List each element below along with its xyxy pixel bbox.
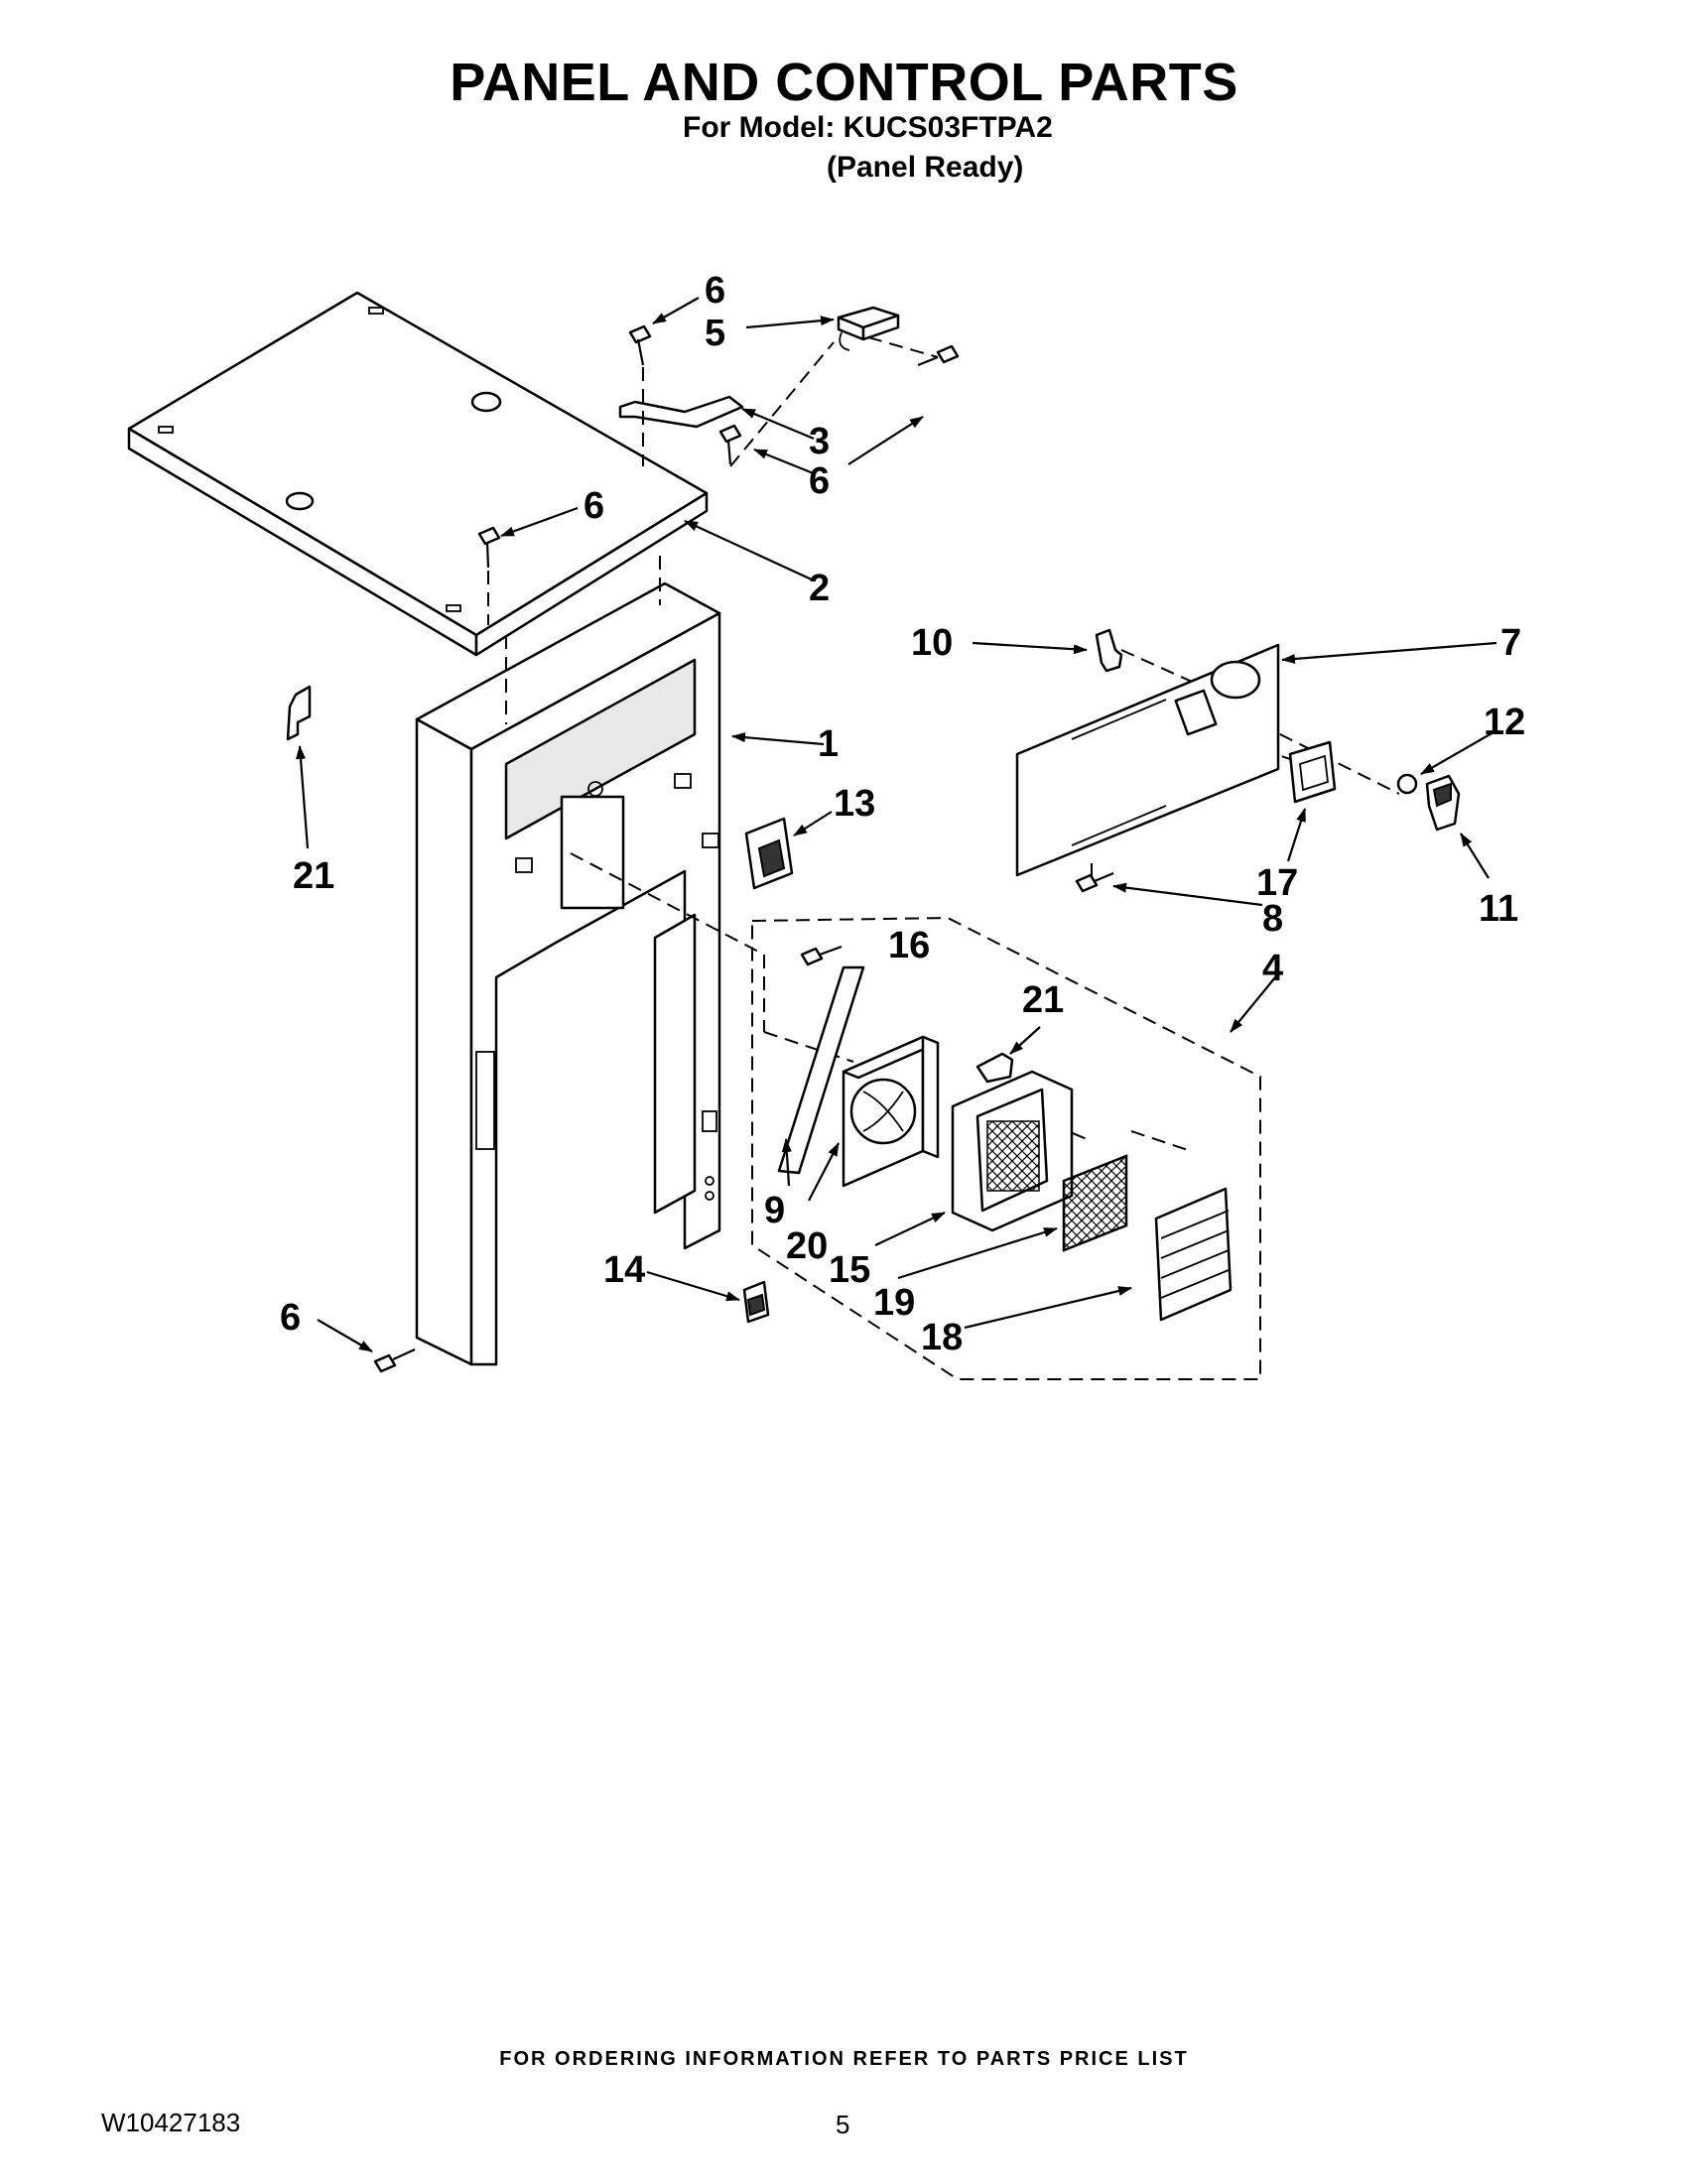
page-title: PANEL AND CONTROL PARTS — [450, 53, 1238, 112]
callout-2: 2 — [809, 568, 830, 609]
callout-numbers: 6 5 3 6 6 2 10 7 12 1 13 21 17 11 8 16 4… — [280, 270, 1525, 1358]
screw-top-left — [628, 324, 652, 366]
callout-13: 13 — [834, 783, 875, 825]
callout-16: 16 — [888, 925, 930, 966]
callout-3: 3 — [809, 421, 830, 462]
callout-6-bottom: 6 — [280, 1297, 301, 1339]
door-switch-part — [742, 1280, 770, 1324]
grille-frame-part — [951, 1070, 1074, 1232]
bracket-part — [618, 395, 744, 429]
callout-15: 15 — [829, 1249, 870, 1291]
callout-20: 20 — [786, 1225, 828, 1267]
fan-bracket-part — [777, 965, 865, 1175]
screw-plate — [477, 526, 501, 569]
callout-9: 9 — [764, 1190, 785, 1231]
callout-6-left: 6 — [584, 485, 604, 527]
fan-part — [842, 1035, 940, 1188]
document-number: W10427183 — [101, 2108, 241, 2137]
callout-8: 8 — [1262, 898, 1283, 940]
callout-14: 14 — [603, 1249, 645, 1291]
page-number: 5 — [836, 2110, 850, 2139]
callout-6-top: 6 — [705, 270, 725, 312]
temp-sensor-part — [1095, 628, 1123, 673]
screw-center — [718, 424, 742, 465]
screw-right-1 — [917, 344, 960, 367]
callout-19: 19 — [873, 1282, 915, 1324]
callout-5: 5 — [705, 313, 725, 354]
callout-21-left: 21 — [293, 855, 334, 897]
clip-left-part — [286, 685, 312, 741]
relay-part — [1288, 740, 1337, 804]
knob-part — [1425, 774, 1461, 832]
vent-grille-part — [1154, 1187, 1233, 1322]
rocker-switch-part — [744, 817, 794, 890]
callout-leaders — [296, 297, 1497, 1352]
callout-12: 12 — [1484, 702, 1525, 743]
callout-4: 4 — [1262, 948, 1283, 989]
control-panel-part — [1015, 643, 1280, 877]
screw-16 — [800, 945, 843, 966]
model-line: For Model: KUCS03FTPA2 — [683, 111, 1053, 144]
filter-part — [1062, 1154, 1128, 1252]
screw-8 — [1075, 871, 1114, 893]
callout-11: 11 — [1479, 888, 1518, 930]
ordering-note: FOR ORDERING INFORMATION REFER TO PARTS … — [499, 2048, 1189, 2070]
callout-10: 10 — [911, 622, 953, 664]
top-plate-part — [127, 291, 709, 657]
callout-17: 17 — [1256, 862, 1298, 904]
sensor-part — [837, 306, 900, 351]
callout-21-fan: 21 — [1022, 979, 1064, 1021]
callout-18: 18 — [921, 1317, 963, 1358]
callout-7: 7 — [1500, 622, 1521, 664]
clip-fan-part — [975, 1052, 1014, 1084]
callout-1: 1 — [818, 723, 839, 765]
main-frame-part — [415, 581, 721, 1366]
model-variant: (Panel Ready) — [827, 151, 1024, 184]
washer-part — [1396, 773, 1418, 795]
screw-bottom-left — [373, 1348, 416, 1373]
callout-6-mid: 6 — [809, 460, 830, 502]
